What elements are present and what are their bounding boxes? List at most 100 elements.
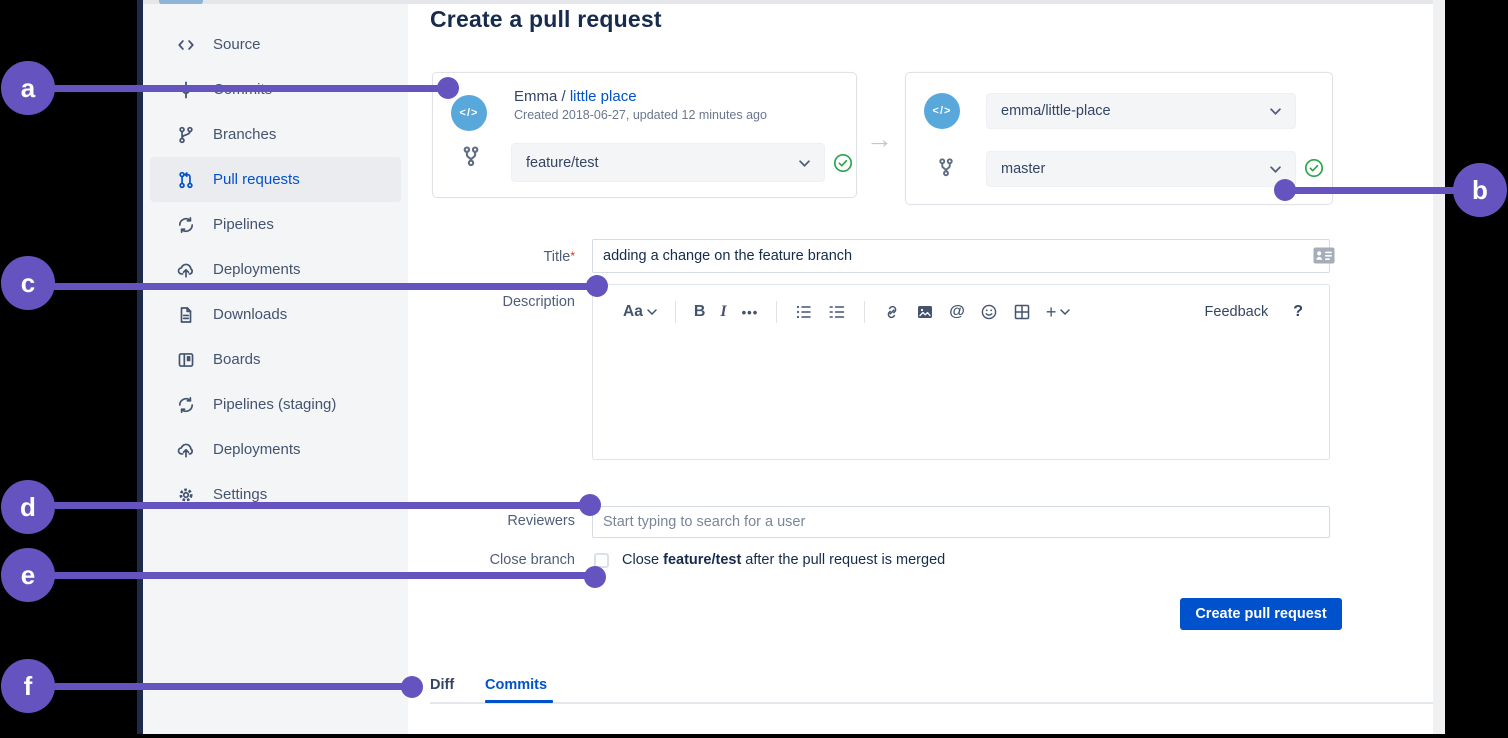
global-nav-edge bbox=[137, 0, 143, 734]
destination-branch-select[interactable]: master bbox=[986, 151, 1296, 187]
required-asterisk: * bbox=[570, 249, 575, 263]
description-label: Description bbox=[502, 294, 575, 310]
close-branch-checkbox[interactable] bbox=[594, 553, 609, 568]
chevron-down-icon bbox=[1270, 103, 1281, 119]
sidebar-item-label: Pull requests bbox=[213, 171, 300, 188]
source-branch-card: </> Emma / little place Created 2018-06-… bbox=[432, 72, 857, 198]
sidebar-item-source[interactable]: Source bbox=[150, 22, 401, 67]
branch-valid-check-icon bbox=[1304, 158, 1324, 178]
bullet-list-icon[interactable] bbox=[795, 303, 813, 321]
pipelines-icon bbox=[176, 215, 196, 235]
sidebar-item-deployments[interactable]: Deployments bbox=[150, 247, 401, 292]
annotation-dot-f bbox=[401, 676, 423, 698]
source-icon bbox=[176, 35, 196, 55]
annotation-dot-d bbox=[579, 494, 601, 516]
downloads-icon bbox=[176, 305, 196, 325]
create-pull-request-button[interactable]: Create pull request bbox=[1180, 598, 1342, 630]
destination-repo-select[interactable]: emma/little-place bbox=[986, 93, 1296, 129]
annotation-marker-b: b bbox=[1453, 163, 1507, 217]
toolbar-divider bbox=[776, 301, 778, 323]
reviewers-input[interactable] bbox=[592, 506, 1330, 538]
sidebar-item-label: Pipelines bbox=[213, 216, 274, 233]
boards-icon bbox=[176, 350, 196, 370]
close-branch-label: Close branch bbox=[489, 552, 575, 568]
image-icon[interactable] bbox=[916, 303, 934, 321]
sidebar-item-settings[interactable]: Settings bbox=[150, 472, 401, 517]
annotation-line-a bbox=[50, 85, 448, 92]
annotation-line-e bbox=[50, 572, 595, 579]
sidebar-item-label: Branches bbox=[213, 126, 277, 143]
tab-diff[interactable]: Diff bbox=[430, 677, 455, 693]
title-label: Title* bbox=[543, 249, 575, 265]
deployments-icon bbox=[176, 260, 196, 280]
description-editor[interactable]: Aa B I ••• @ + Feedback bbox=[592, 284, 1330, 460]
repo-breadcrumb: Emma / little place bbox=[514, 88, 637, 105]
repo-meta: Created 2018-06-27, updated 12 minutes a… bbox=[514, 108, 767, 122]
contact-card-icon[interactable] bbox=[1313, 247, 1335, 269]
help-icon[interactable]: ? bbox=[1293, 303, 1303, 320]
sidebar-item-pipelines[interactable]: Pipelines bbox=[150, 202, 401, 247]
emoji-icon[interactable] bbox=[980, 303, 998, 321]
editor-toolbar: Aa B I ••• @ + Feedback bbox=[593, 285, 1329, 323]
annotation-marker-d: d bbox=[1, 480, 55, 534]
annotation-line-d bbox=[50, 502, 590, 509]
annotation-dot-e bbox=[584, 566, 606, 588]
annotation-dot-b bbox=[1274, 179, 1296, 201]
main-content: Create a pull request </> Emma / little … bbox=[408, 4, 1433, 734]
toolbar-divider bbox=[864, 301, 866, 323]
sidebar-item-deployments-2[interactable]: Deployments bbox=[150, 427, 401, 472]
bitbucket-app-window: Source Commits Branches Pull requests bbox=[137, 0, 1445, 734]
table-icon[interactable] bbox=[1013, 303, 1031, 321]
more-formatting-button[interactable]: ••• bbox=[741, 304, 759, 320]
annotation-dot-a bbox=[437, 77, 459, 99]
annotation-line-c bbox=[50, 283, 597, 290]
annotation-marker-a: a bbox=[1, 61, 55, 115]
annotation-line-b bbox=[1285, 187, 1460, 194]
deployments-icon bbox=[176, 440, 196, 460]
feedback-link[interactable]: Feedback bbox=[1204, 304, 1269, 320]
sidebar-item-label: Downloads bbox=[213, 306, 288, 323]
source-branch-value: feature/test bbox=[526, 154, 599, 171]
sidebar-item-label: Settings bbox=[213, 486, 268, 503]
sidebar-item-pull-requests[interactable]: Pull requests bbox=[150, 157, 401, 202]
source-branch-select[interactable]: feature/test bbox=[511, 143, 825, 182]
destination-branch-value: master bbox=[1001, 161, 1046, 177]
reviewers-label: Reviewers bbox=[507, 513, 575, 529]
link-icon[interactable] bbox=[883, 303, 901, 321]
annotation-marker-c: c bbox=[1, 256, 55, 310]
destination-branch-card: </> emma/little-place master bbox=[905, 72, 1333, 205]
repo-link[interactable]: little place bbox=[569, 88, 637, 105]
toolbar-divider bbox=[674, 301, 676, 323]
branch-valid-check-icon bbox=[833, 153, 853, 173]
repo-owner: Emma / bbox=[514, 88, 570, 105]
sidebar-item-label: Boards bbox=[213, 351, 261, 368]
active-tab-underline bbox=[485, 700, 553, 703]
sidebar-item-branches[interactable]: Branches bbox=[150, 112, 401, 157]
insert-more-button[interactable]: + bbox=[1046, 302, 1071, 323]
close-branch-name: feature/test bbox=[663, 552, 742, 568]
annotation-marker-e: e bbox=[1, 548, 55, 602]
sidebar-item-pipelines-staging[interactable]: Pipelines (staging) bbox=[150, 382, 401, 427]
sidebar-item-label: Deployments bbox=[213, 441, 301, 458]
text-style-button[interactable]: Aa bbox=[623, 303, 657, 321]
title-input[interactable] bbox=[592, 239, 1330, 273]
merge-direction-arrow-icon: → bbox=[866, 124, 893, 154]
mention-icon[interactable]: @ bbox=[949, 303, 965, 320]
settings-icon bbox=[176, 485, 196, 505]
sidebar-item-label: Source bbox=[213, 36, 261, 53]
branch-icon bbox=[936, 157, 956, 182]
sidebar-item-label: Pipelines (staging) bbox=[213, 396, 337, 413]
pull-request-icon bbox=[176, 170, 196, 190]
sidebar-item-boards[interactable]: Boards bbox=[150, 337, 401, 382]
numbered-list-icon[interactable] bbox=[828, 303, 846, 321]
repo-avatar-remnant bbox=[159, 0, 203, 5]
pipelines-icon bbox=[176, 395, 196, 415]
annotation-line-f bbox=[50, 683, 412, 690]
sidebar-item-downloads[interactable]: Downloads bbox=[150, 292, 401, 337]
bold-button[interactable]: B bbox=[693, 303, 706, 320]
italic-button[interactable]: I bbox=[720, 303, 727, 320]
chevron-down-icon bbox=[647, 309, 657, 315]
close-branch-description: Close feature/test after the pull reques… bbox=[622, 552, 946, 568]
tab-commits[interactable]: Commits bbox=[485, 677, 548, 693]
